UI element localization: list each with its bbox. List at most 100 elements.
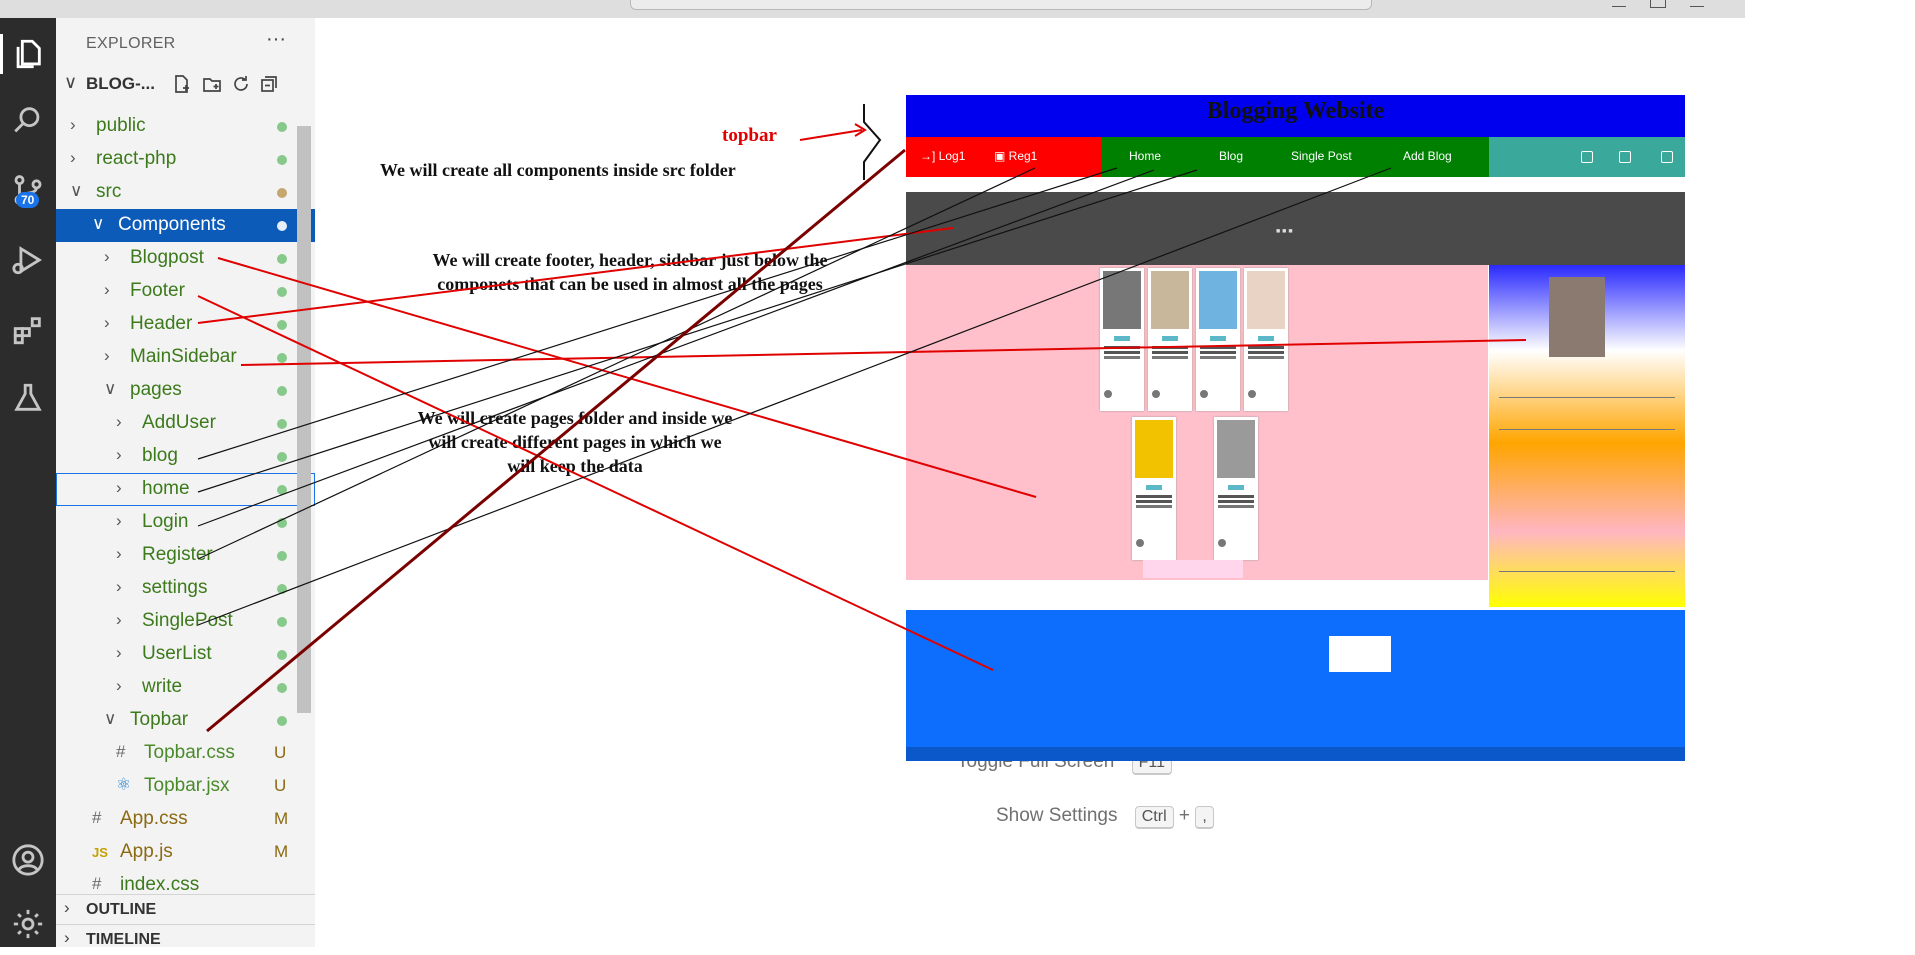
close-icon[interactable] [1690,0,1704,7]
chevron-right-icon: › [64,928,70,947]
chevron-right-icon: › [116,445,122,464]
tree-item-label: Topbar.jsx [144,775,230,796]
website-preview: Blogging Website →] Log1 ▣ Reg1 Home Blo… [906,95,1685,761]
nav-single-post: Single Post [1291,149,1352,163]
timeline-label: TIMELINE [86,931,161,948]
git-status-badge: U [274,743,287,762]
tree-item-label: settings [142,577,208,598]
project-header[interactable]: ∨ BLOG-... [56,70,315,98]
tree-item-label: MainSidebar [130,346,237,367]
tree-item-login[interactable]: › Login [56,506,315,539]
tree-item-topbar[interactable]: ∨Topbar [56,704,315,737]
git-status-dot [277,419,287,429]
chevron-right-icon: › [104,280,110,299]
tree-item-register[interactable]: ›Register [56,539,315,572]
plus-sign: + [1178,805,1191,826]
tree-item-label: Footer [130,280,185,301]
chevron-right-icon: › [104,313,110,332]
chevron-right-icon: › [116,643,122,662]
outline-section[interactable]: › OUTLINE [56,894,315,925]
note-pages-folder: We will create pages folder and inside w… [417,408,733,476]
footer-table [1329,636,1391,672]
tree-item-src[interactable]: ∨src [56,176,315,209]
tree-item-label: Register [142,544,213,565]
tree-item-mainsidebar[interactable]: ›MainSidebar [56,341,315,374]
tree-item-header[interactable]: ›Header [56,308,315,341]
js-file-icon: JS [92,845,108,860]
tree-item-blogpost[interactable]: ›Blogpost [56,242,315,275]
tree-item-blog[interactable]: › blog [56,440,315,473]
git-status-dot [277,518,287,528]
tree-item-label: write [142,676,183,697]
tree-item-userlist[interactable]: ›UserList [56,638,315,671]
refresh-icon[interactable] [231,74,251,94]
explorer-scrollbar[interactable] [297,126,311,713]
maximize-icon[interactable] [1650,0,1666,8]
preview-header: Blogging Website [906,95,1685,137]
preview-posts-area [906,265,1488,580]
tree-item-label: index.css [120,874,200,895]
jsx-file-icon: ⚛ [116,775,132,794]
tree-item-pages[interactable]: ∨pages [56,374,315,407]
tree-item-footer[interactable]: › Footer [56,275,315,308]
tree-item-label: Topbar [130,709,189,730]
explorer-icon[interactable] [0,30,56,78]
git-status-dot [277,122,287,132]
tree-item-index-css[interactable]: #index.css [56,869,315,902]
command-center-search[interactable] [630,0,1372,10]
new-file-icon[interactable] [172,74,192,94]
tree-item-label: Components [118,214,226,235]
nav-add-blog: Add Blog [1403,149,1452,163]
tree-item-label: SinglePost [142,610,233,631]
tree-item-write[interactable]: ›write [56,671,315,704]
nav-register: ▣ Reg1 [994,149,1038,163]
facebook-icon [1581,151,1593,163]
collapse-all-icon[interactable] [259,74,279,94]
chevron-right-icon: › [70,115,76,134]
post-card [1100,268,1144,411]
explorer-more-actions[interactable]: ··· [266,28,286,50]
nav-login: →] Log1 [920,149,966,163]
tree-item-react-php[interactable]: ›react-php [56,143,315,176]
git-status-dot [277,320,287,330]
extensions-icon[interactable] [0,306,56,354]
tree-item-public[interactable]: ›public [56,110,315,143]
account-icon[interactable] [0,836,56,884]
tree-item-adduser[interactable]: ›AddUser [56,407,315,440]
git-status-dot [277,188,287,198]
activity-bar: 70 [0,18,56,947]
preview-main-sidebar [1489,265,1685,607]
nav-home: Home [1129,149,1162,163]
tree-item-label: App.js [120,841,173,862]
tree-item-components[interactable]: ∨Components [56,209,315,242]
tree-item-singlepost[interactable]: ›SinglePost [56,605,315,638]
search-icon[interactable] [0,96,56,144]
tree-item-label: react-php [96,148,177,169]
preview-title: Blogging Website [1206,98,1385,124]
preview-topbar: →] Log1 ▣ Reg1 Home Blog Single Post Add… [906,137,1685,177]
tree-item-label: Login [142,511,189,532]
preview-pagination [1143,560,1243,578]
comma-key: , [1195,806,1214,829]
source-control-icon[interactable]: 70 [0,166,56,214]
tree-item-label: blog [142,445,178,466]
timeline-section[interactable]: › TIMELINE [56,924,315,955]
run-debug-icon[interactable] [0,236,56,284]
hero-caption: ■ ■ ■ [1276,228,1293,235]
outline-label: OUTLINE [86,901,157,918]
css-file-icon: # [116,742,126,761]
minimize-icon[interactable] [1612,0,1626,7]
new-folder-icon[interactable] [202,74,222,94]
testing-icon[interactable] [0,374,56,422]
settings-gear-icon[interactable] [0,900,56,948]
git-status-dot [277,617,287,627]
tree-item-settings[interactable]: ›settings [56,572,315,605]
preview-hero-image: ■ ■ ■ [906,192,1685,265]
tree-item-home[interactable]: ›home [56,473,315,506]
git-status-dot [277,386,287,396]
chevron-right-icon: › [116,511,122,530]
